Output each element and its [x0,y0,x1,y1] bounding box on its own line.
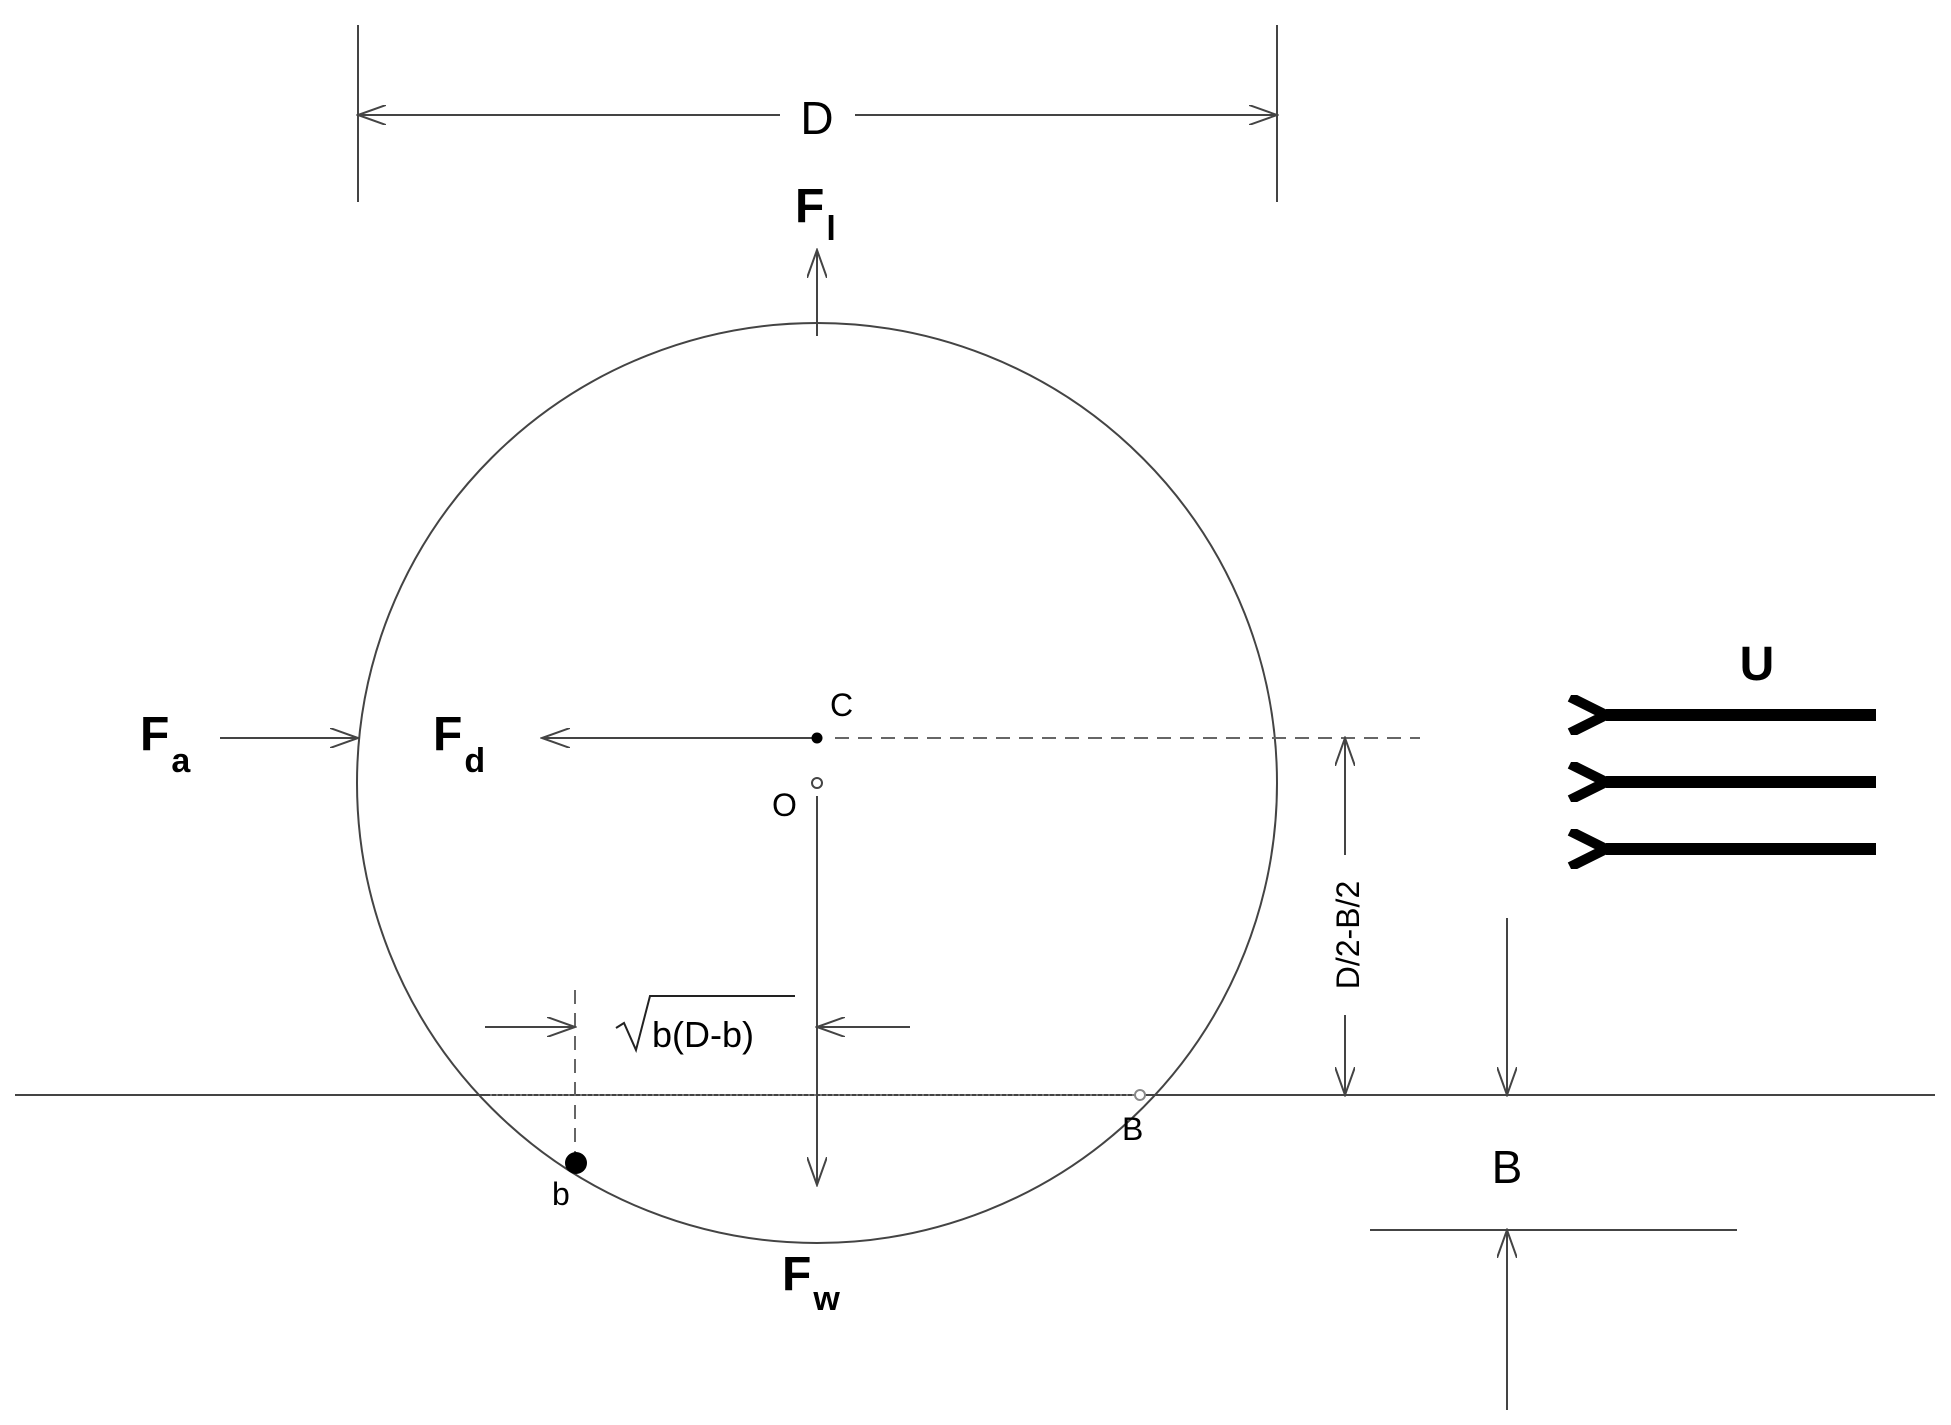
sqrt-expression-label: b(D-b) [652,1014,754,1055]
added-force-label: Fa [140,708,191,780]
contact-point-b [565,1152,587,1174]
drag-force-label: Fd [433,708,485,780]
sqrt-radical-sign [615,995,795,1054]
point-B-marker [1134,1089,1146,1101]
gap-B-label: B [1492,1141,1523,1193]
particle-circle [356,322,1278,1244]
half-diff-label: D/2-B/2 [1330,881,1366,989]
origin-o-point [811,777,823,789]
flow-velocity-label: U [1740,638,1775,691]
origin-o-label: O [772,787,797,823]
center-c-label: C [830,687,853,723]
contact-b-label: b [552,1176,570,1212]
point-B-label: B [1122,1111,1143,1147]
diameter-label: D [800,92,833,144]
center-c-point [811,732,823,744]
weight-force-label: Fw [782,1248,840,1318]
lift-force-label: Fl [795,180,836,248]
